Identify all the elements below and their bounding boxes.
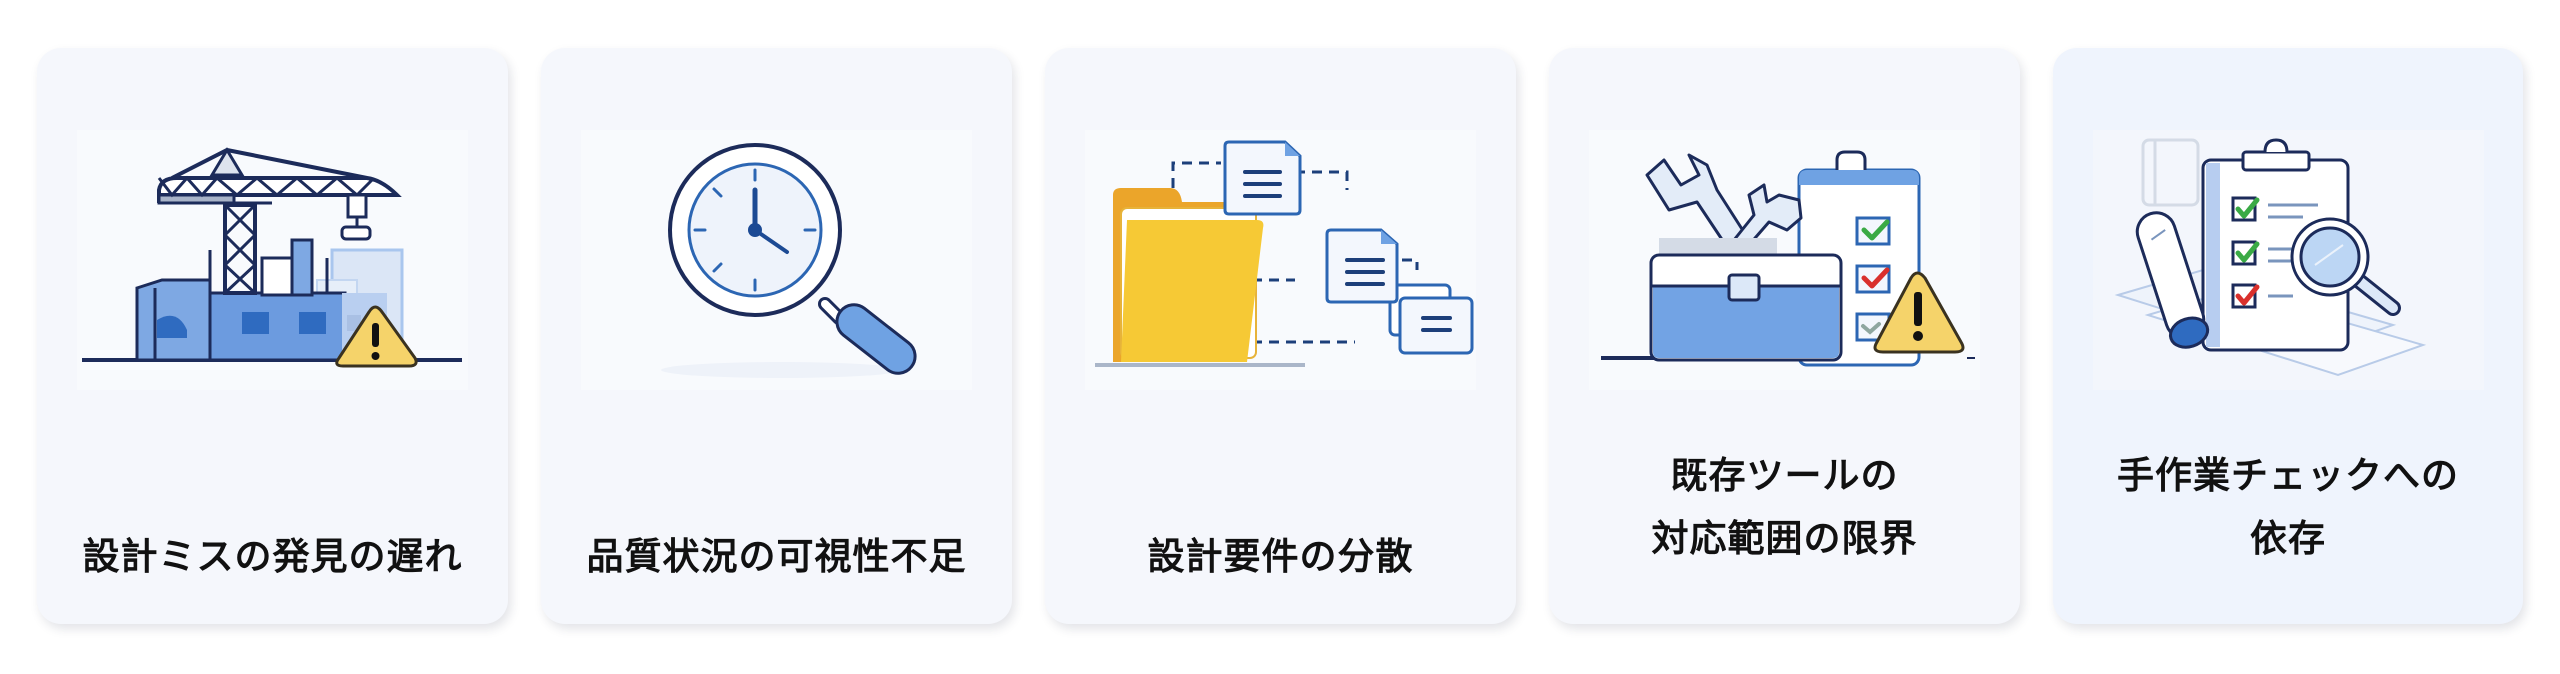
card-scattered-requirements: 設計要件の分散 (1045, 48, 1516, 624)
toolbox-checklist-warning-icon (1589, 130, 1980, 390)
card-label: 既存ツールの 対応範囲の限界 (1651, 454, 1918, 560)
card-label: 設計ミスの発見の遅れ (82, 535, 463, 578)
card-manual-check: 手作業チェックへの 依存 (2053, 48, 2523, 624)
card-label: 品質状況の可視性不足 (586, 535, 967, 578)
card-label: 設計要件の分散 (1147, 535, 1414, 578)
issue-cards-row: 設計ミスの発見の遅れ (37, 48, 2523, 624)
card-tool-limits: 既存ツールの 対応範囲の限界 (1549, 48, 2020, 624)
crane-construction-warning-icon (77, 130, 468, 390)
magnifier-clock-icon (581, 130, 972, 390)
clipboard-checklist-magnifier-icon (2093, 130, 2484, 390)
folder-scattered-documents-icon (1085, 130, 1476, 390)
card-visibility: 品質状況の可視性不足 (541, 48, 1012, 624)
card-late-discovery: 設計ミスの発見の遅れ (37, 48, 508, 624)
card-label: 手作業チェックへの 依存 (2117, 454, 2459, 560)
